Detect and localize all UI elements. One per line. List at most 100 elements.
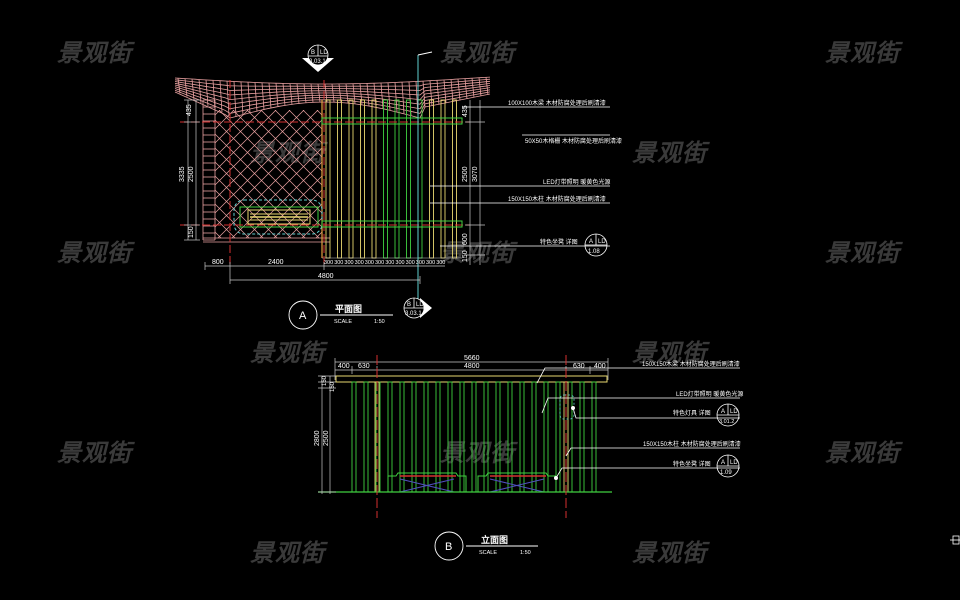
section-marker-bottom[interactable]: B LD 3.03.1 xyxy=(403,297,432,319)
dim-300: 300 xyxy=(324,260,333,266)
lattice-line xyxy=(215,217,236,238)
paving-joint xyxy=(359,83,363,105)
lattice-line xyxy=(65,110,195,240)
paving-joint xyxy=(324,83,328,103)
watermark: 景观街 xyxy=(57,439,132,467)
lattice-line xyxy=(245,161,322,238)
svg-text:B: B xyxy=(311,50,315,56)
lattice-line xyxy=(215,110,235,130)
elevation-title: 立面图 xyxy=(481,534,508,545)
svg-text:3.03.1: 3.03.1 xyxy=(405,311,422,317)
paving-row xyxy=(174,86,491,105)
elevation-post xyxy=(579,381,585,493)
watermark: 景观街 xyxy=(825,439,900,467)
watermark: 景观街 xyxy=(632,539,707,567)
elevation-post xyxy=(363,381,369,493)
dim-300: 300 xyxy=(395,260,404,266)
detail-reference-marker-lamp[interactable]: A LD 3.01.2 xyxy=(716,403,740,427)
watermark: 景观街 xyxy=(57,39,132,67)
elev-annotation-bench: 特色坐凳 详图 xyxy=(673,460,711,468)
dim-left-435: 435 xyxy=(186,104,193,116)
paving-joint xyxy=(317,83,321,103)
elevation-post xyxy=(567,381,573,493)
dim-300: 300 xyxy=(365,260,374,266)
elev-dim-400-right: 400 xyxy=(594,363,606,370)
dim-300: 300 xyxy=(344,260,353,266)
watermark: 景观街 xyxy=(57,239,132,267)
lattice-line xyxy=(260,110,322,172)
lattice-line xyxy=(215,231,222,238)
svg-text:1.08: 1.08 xyxy=(588,249,600,255)
paving-joint xyxy=(478,77,482,97)
dim-300: 300 xyxy=(375,260,384,266)
lattice-line xyxy=(217,133,322,238)
dim-right-2500: 2500 xyxy=(462,166,469,182)
plan-title: 平面图 xyxy=(335,304,362,314)
paving-joint xyxy=(338,83,342,103)
elev-annotation-led: LED灯带照明 暖黄色光源 xyxy=(676,390,743,398)
lattice-line xyxy=(215,110,221,116)
plan-view: 435 3335 2500 150 435 2500 3070 600 150 … xyxy=(62,44,622,330)
paving-joint xyxy=(310,83,314,103)
annotation-led: LED灯带照明 暖黄色光源 xyxy=(543,178,610,186)
lattice-lines xyxy=(62,110,322,240)
watermark: 景观街 xyxy=(250,539,325,567)
lattice-line xyxy=(215,133,320,238)
elev-annotation-post: 150X150木柱 木材防腐处理后刷清漆 xyxy=(643,440,741,448)
elevation-title-block: B 立面图 SCALE 1:50 xyxy=(434,531,538,561)
svg-text:LD: LD xyxy=(416,302,424,308)
dim-left-2500: 2500 xyxy=(188,166,195,182)
dim-total-4800: 4800 xyxy=(318,273,334,280)
dim-300: 300 xyxy=(436,260,445,266)
detail-reference-marker[interactable]: A LD 1.08 xyxy=(584,233,608,257)
elev-dim-4800: 4800 xyxy=(464,363,480,370)
svg-text:LD: LD xyxy=(598,239,606,245)
watermark: 景观街 xyxy=(825,39,900,67)
svg-text:A: A xyxy=(589,239,593,245)
dim-300: 300 xyxy=(426,260,435,266)
lattice-line xyxy=(215,110,277,172)
dim-300: 300 xyxy=(416,260,425,266)
paving-row xyxy=(174,88,491,110)
paving-joint xyxy=(219,80,223,113)
lattice-line xyxy=(215,175,278,238)
annotation-bench: 特色坐凳 详图 xyxy=(540,238,578,246)
watermark: 景观街 xyxy=(632,139,707,167)
paving-joint xyxy=(247,82,251,114)
paving-joint xyxy=(352,83,356,104)
elev-dim-630-right: 630 xyxy=(573,363,585,370)
svg-text:3.01.2: 3.01.2 xyxy=(719,419,734,425)
plan-title-block: A 平面图 SCALE 1:50 xyxy=(288,300,393,330)
watermark: 景观街 xyxy=(825,239,900,267)
paving-joint xyxy=(380,82,384,109)
lattice-screen xyxy=(62,110,322,240)
paving-joint xyxy=(485,77,489,95)
section-marker-top[interactable]: B LD 3.03.1 xyxy=(302,44,334,72)
elevation-post xyxy=(555,381,561,493)
paving-joint xyxy=(275,83,279,108)
paving-joint xyxy=(450,79,454,102)
svg-text:LD: LD xyxy=(730,460,738,466)
dim-300: 300 xyxy=(355,260,364,266)
paving-joint xyxy=(464,78,468,100)
elevation-label: B xyxy=(445,541,452,553)
elevation-beam xyxy=(335,375,608,383)
paving-joint xyxy=(471,78,475,98)
lattice-line xyxy=(215,110,249,144)
paving-row xyxy=(174,84,491,101)
dimension-lines-left xyxy=(184,99,200,241)
lattice-line xyxy=(231,147,322,238)
plan-label: A xyxy=(299,310,307,322)
dim-800: 800 xyxy=(212,259,224,266)
paving-joint xyxy=(394,82,398,112)
paving-joint xyxy=(205,79,209,106)
dim-left-3335: 3335 xyxy=(179,166,186,182)
paving-joint xyxy=(387,82,391,110)
dim-300: 300 xyxy=(385,260,394,266)
lattice-line xyxy=(215,203,250,238)
elevation-dims-left xyxy=(318,375,336,494)
detail-reference-marker-bench[interactable]: A LD 1.09 xyxy=(716,454,740,478)
lattice-line xyxy=(62,110,192,240)
watermark: 景观街 xyxy=(632,339,707,367)
